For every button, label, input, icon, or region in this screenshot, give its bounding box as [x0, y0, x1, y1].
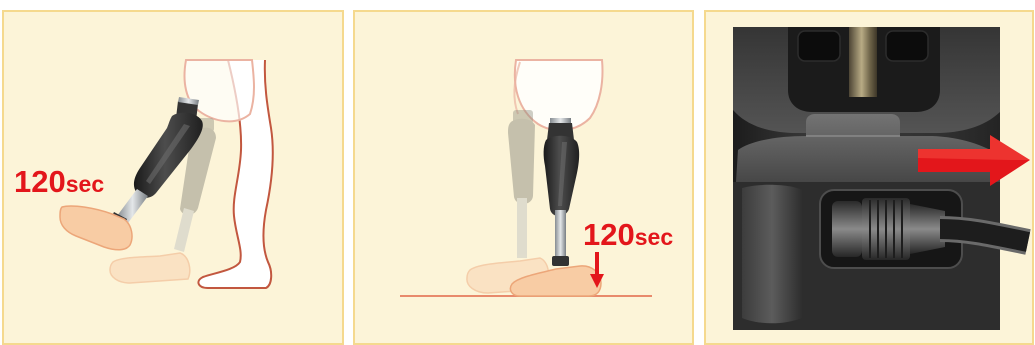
actuator-rod	[849, 27, 877, 97]
ghost-prosthetic-foot	[110, 253, 190, 283]
swing-illustration: 120sec	[2, 10, 344, 345]
ghost-prosthetic-leg	[508, 110, 535, 258]
duration-unit: sec	[635, 224, 674, 250]
device-photo	[733, 27, 1000, 330]
plug-collar	[832, 201, 862, 257]
prosthetic-pylon	[555, 210, 566, 260]
ankle-adapter	[552, 256, 569, 266]
duration-label: 120sec	[583, 217, 673, 252]
stance-illustration: 120sec	[353, 10, 694, 345]
pad-left	[798, 31, 840, 61]
plug-strain-relief	[910, 204, 945, 254]
step-panel-stance: 120sec	[353, 10, 694, 345]
body-side-highlight	[742, 185, 802, 323]
connector-illustration	[704, 10, 1034, 345]
duration-unit: sec	[66, 171, 105, 197]
step-panel-unplug	[704, 10, 1034, 345]
duration-value: 120	[583, 217, 635, 252]
ghost-pylon	[517, 198, 527, 258]
down-arrow-shaft	[595, 252, 599, 276]
charging-cable	[940, 229, 1028, 242]
duration-value: 120	[14, 164, 66, 199]
step-panel-swing: 120sec	[2, 10, 344, 345]
duration-label: 120sec	[14, 164, 104, 199]
prosthetic-leg	[544, 118, 580, 266]
ghost-pylon	[174, 208, 194, 252]
ghost-shin	[508, 119, 535, 204]
pad-right	[886, 31, 928, 61]
